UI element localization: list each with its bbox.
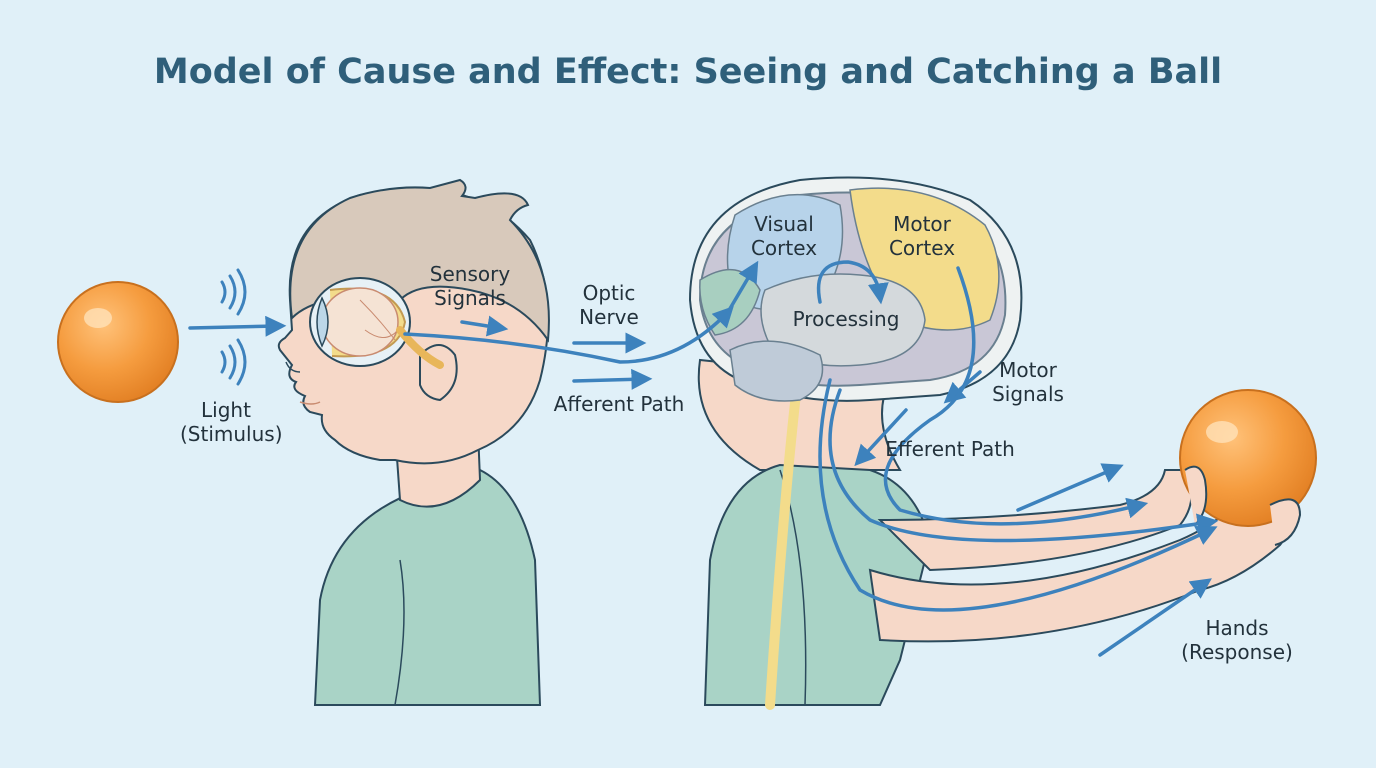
light-arrow (188, 315, 287, 337)
label-motor-signals: Motor Signals (984, 358, 1072, 406)
label-hands-line1: Hands (1205, 616, 1269, 640)
motor-path-middle (828, 388, 1219, 543)
label-light: Light (Stimulus) (180, 398, 283, 446)
label-optic-line1: Optic (582, 281, 636, 305)
label-sensory-line1: Sensory (429, 262, 511, 286)
label-stimulus-line2: (Stimulus) (180, 422, 283, 446)
hands-arrow-lower (1098, 578, 1212, 657)
label-motor-signals-line1: Motor (999, 358, 1057, 382)
ball-incoming (57, 281, 179, 403)
label-efferent-path: Efferent Path (885, 437, 1015, 461)
motor-path-upper (883, 266, 1149, 526)
processing-loop-arrow (816, 260, 889, 305)
sensory-arrow (460, 315, 509, 337)
label-light-line1: Light (201, 398, 251, 422)
efferent-arrow (854, 408, 908, 467)
label-signals-line2: Signals (434, 286, 506, 310)
label-visual-cortex: Visual Cortex (742, 212, 826, 260)
label-processing: Processing (792, 307, 900, 331)
afferent-arrow-bottom (572, 368, 653, 390)
label-hands-response: Hands (Response) (1172, 616, 1302, 664)
visual-cortex-arrow (726, 260, 759, 314)
label-visual-line1: Visual (754, 212, 814, 236)
hands-arrow-upper (1016, 463, 1124, 512)
eye-cross-section (309, 277, 444, 369)
label-visual-cortex-line2: Cortex (750, 236, 818, 260)
label-afferent-path: Afferent Path (553, 392, 685, 416)
motor-path-lower (818, 378, 1218, 612)
label-response-line2: (Response) (1181, 640, 1293, 664)
label-motor-cortex-line2: Cortex (888, 236, 956, 260)
label-nerve-line2: Nerve (579, 305, 639, 329)
child-seeing (277, 178, 550, 706)
label-sensory-signals: Sensory Signals (418, 262, 522, 310)
diagram-title: Model of Cause and Effect: Seeing and Ca… (153, 52, 1223, 92)
label-motor-signals-line2: Signals (992, 382, 1064, 406)
label-motor-line1: Motor (893, 212, 951, 236)
label-optic-nerve: Optic Nerve (566, 281, 652, 329)
light-waves-icon (220, 268, 247, 386)
label-motor-cortex: Motor Cortex (880, 212, 964, 260)
optic-nerve-path (403, 305, 734, 364)
